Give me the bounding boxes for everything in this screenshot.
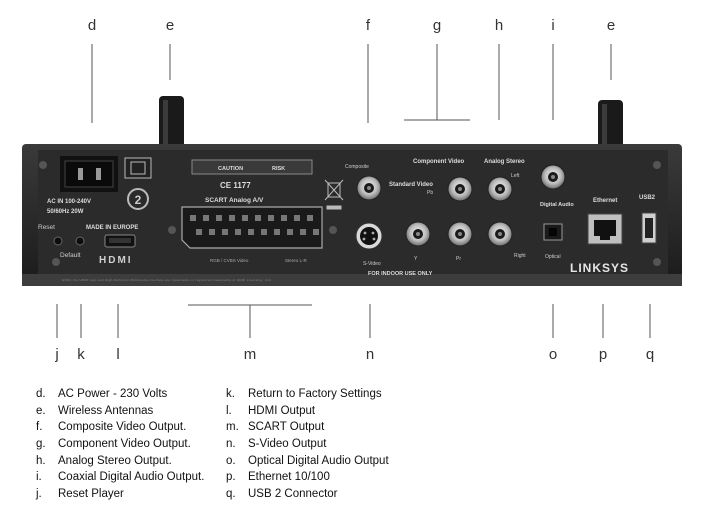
- callout-g: g: [432, 17, 442, 34]
- legend-item-j: j.Reset Player: [36, 488, 124, 501]
- callout-o: o: [548, 346, 558, 363]
- scart-pin: [203, 215, 209, 221]
- default-button[interactable]: [75, 236, 85, 246]
- legend-item-l: l.HDMI Output: [226, 404, 316, 417]
- callout-f: f: [365, 17, 371, 34]
- reset-label: Reset: [38, 224, 55, 231]
- default-label: Default: [60, 252, 81, 259]
- callout-e-right: e: [606, 17, 616, 34]
- standard-video-label: Standard Video: [389, 182, 433, 188]
- hdmi-footnote: HDMI, the HDMI logo and High-Definition …: [62, 278, 272, 282]
- callout-d: d: [87, 17, 97, 34]
- caution-label: CAUTION: [218, 166, 243, 172]
- caution-label: [191, 159, 313, 175]
- legend-item-k: k.Return to Factory Settings: [226, 388, 382, 400]
- made-in-label: MADE IN EUROPE: [86, 225, 138, 231]
- legend-item-n: n.S-Video Output: [226, 438, 327, 451]
- optical-label: Optical: [545, 254, 561, 260]
- hdmi-logo: HDMI: [99, 255, 133, 266]
- legend-item-h: h.Analog Stereo Output.: [36, 454, 172, 467]
- legend-left: d.AC Power - 230 Volts e.Wireless Antenn…: [36, 386, 204, 503]
- ce-label: CE 1177: [220, 181, 251, 190]
- svideo-label: S-Video: [363, 261, 381, 267]
- scart-bottom-label: RGB / CVBS Video: [210, 258, 249, 263]
- scart-pin: [229, 215, 235, 221]
- ac-label-1: AC IN 100-240V: [47, 199, 91, 205]
- brand-logo: LINKSYS: [570, 261, 629, 275]
- scart-pin: [274, 229, 280, 235]
- risk-label: RISK: [272, 166, 285, 172]
- scart-label: SCART Analog A/V: [205, 197, 264, 204]
- callout-i: i: [551, 17, 555, 34]
- ac-label-2: 50/60Hz 20W: [47, 209, 84, 215]
- ethernet-label: Ethernet: [593, 198, 617, 204]
- y-label: Y: [414, 256, 418, 262]
- callout-n: n: [365, 346, 375, 363]
- callout-e-left: e: [165, 17, 175, 34]
- callout-j: j: [55, 346, 59, 363]
- analog-stereo-label: Analog Stereo: [484, 159, 525, 165]
- legend-item-g: g.Component Video Output.: [36, 438, 191, 451]
- scart-pin: [300, 229, 306, 235]
- scart-pin: [196, 229, 202, 235]
- legend-item-f: f.Composite Video Output.: [36, 421, 187, 434]
- callout-q: q: [645, 346, 655, 363]
- legend-item-m: m.SCART Output: [226, 421, 325, 434]
- scart-pin: [209, 229, 215, 235]
- stereo-lr-label: Stereo L-R: [285, 258, 308, 263]
- right-label: Right: [514, 253, 526, 259]
- scart-pin: [268, 215, 274, 221]
- legend-item-i: i.Coaxial Digital Audio Output.: [36, 471, 205, 484]
- scart-pin: [216, 215, 222, 221]
- callout-p: p: [598, 346, 608, 363]
- chassis-screws: [39, 161, 661, 266]
- reset-button[interactable]: [53, 236, 63, 246]
- scart-pin: [190, 215, 196, 221]
- callout-leaders-top: [91, 44, 612, 123]
- callout-m: m: [243, 346, 257, 363]
- callout-leaders-bottom: [56, 304, 651, 338]
- scart-pin: [235, 229, 241, 235]
- indoor-label: FOR INDOOR USE ONLY: [368, 271, 433, 277]
- scart-pin: [281, 215, 287, 221]
- scart-pin: [294, 215, 300, 221]
- scart-pin: [313, 229, 319, 235]
- legend-item-o: o.Optical Digital Audio Output: [226, 454, 389, 467]
- left-label: Left: [511, 173, 520, 179]
- usb-label: USB2: [639, 195, 656, 201]
- scart-pin: [307, 215, 313, 221]
- digital-audio-label: Digital Audio: [540, 202, 574, 208]
- scart-pin: [222, 229, 228, 235]
- callout-k: k: [77, 346, 85, 363]
- callout-l: l: [116, 346, 120, 363]
- scart-pin: [248, 229, 254, 235]
- scart-port[interactable]: [181, 206, 323, 249]
- scart-pin: [287, 229, 293, 235]
- callout-h: h: [494, 17, 504, 34]
- legend-item-p: p.Ethernet 10/100: [226, 471, 330, 484]
- legend-item-e: e.Wireless Antennas: [36, 404, 154, 417]
- ac-power-inlet: [60, 156, 118, 192]
- component-label: Component Video: [413, 159, 465, 165]
- composite-label: Composite: [345, 164, 369, 170]
- class2-symbol: [124, 157, 152, 179]
- svg-text:2: 2: [135, 193, 142, 207]
- legend-right: k.Return to Factory Settings l.HDMI Outp…: [226, 386, 389, 503]
- pb-label: Pb: [427, 190, 433, 196]
- scart-pins: [190, 215, 319, 235]
- legend-item-d: d.AC Power - 230 Volts: [36, 388, 168, 400]
- weee-icon: [324, 179, 344, 210]
- scart-pin: [261, 229, 267, 235]
- pr-label: Pr: [456, 256, 461, 262]
- scart-pin: [242, 215, 248, 221]
- scart-pin: [255, 215, 261, 221]
- legend-item-q: q.USB 2 Connector: [226, 488, 338, 501]
